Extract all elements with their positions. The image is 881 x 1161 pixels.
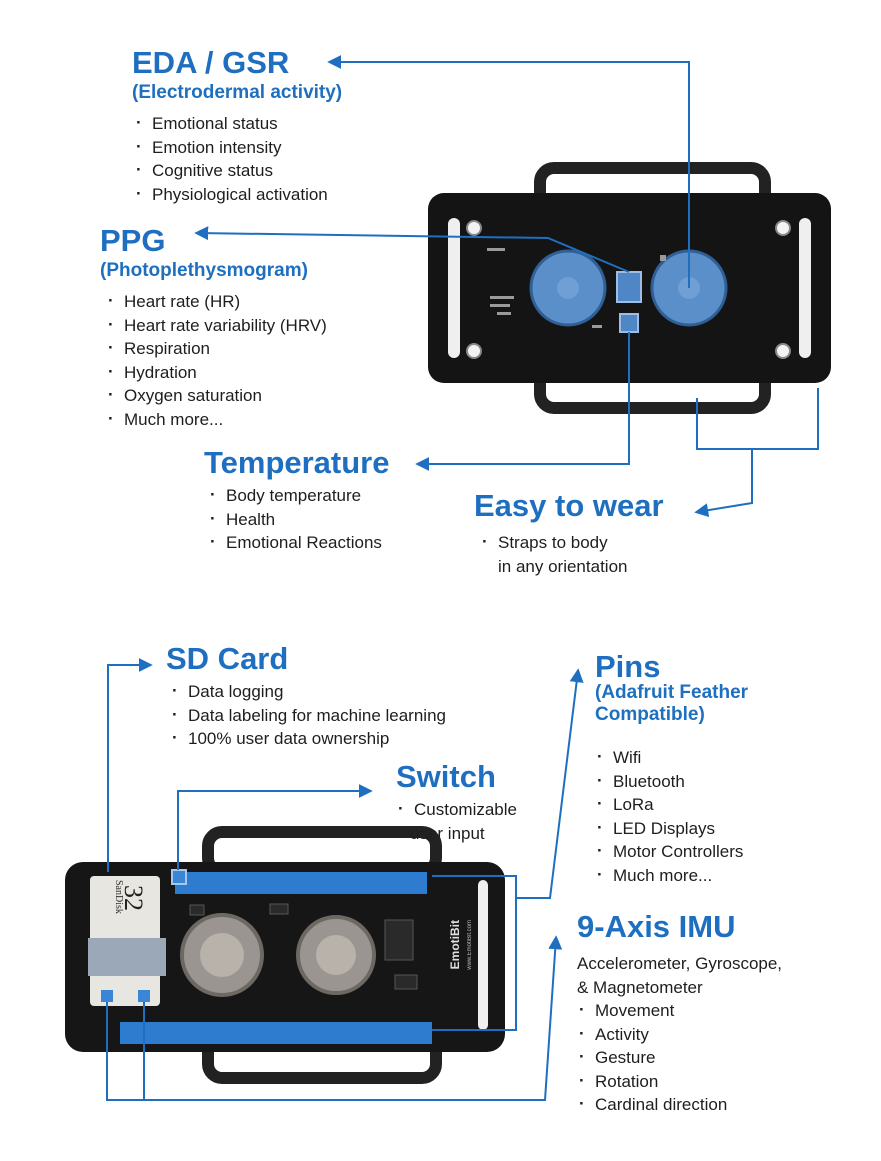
list-item: Rotation — [577, 1069, 782, 1094]
temperature-connector — [415, 332, 630, 471]
wear-section: Easy to wear Straps to body in any orien… — [474, 489, 664, 578]
list-item: Cognitive status — [134, 158, 342, 183]
list-item: Respiration — [106, 336, 327, 361]
list-item: Health — [208, 507, 390, 532]
list-item: Straps to body — [480, 530, 664, 555]
imu-description-line1: Accelerometer, Gyroscope, — [577, 954, 783, 973]
electrode-center — [316, 935, 356, 975]
temperature-section: Temperature Body temperature Health Emot… — [204, 446, 390, 555]
mount-hole — [775, 220, 791, 236]
components — [189, 903, 418, 990]
list-item: LoRa — [595, 792, 748, 817]
strap-slot — [478, 880, 488, 1030]
temperature-list: Body temperature Health Emotional Reacti… — [208, 483, 390, 555]
mount-hole — [466, 220, 482, 236]
connector-lines — [106, 55, 819, 1101]
board-url-label: www.EmotiBit.com — [467, 920, 473, 970]
list-item: Bluetooth — [595, 769, 748, 794]
list-item: Data logging — [170, 679, 446, 704]
ppg-connector — [194, 226, 630, 273]
wear-title: Easy to wear — [474, 488, 664, 523]
sd-section: SD Card Data logging Data labeling for m… — [166, 642, 446, 751]
pins-subtitle-line1: (Adafruit Feather — [595, 682, 749, 703]
list-item: Movement — [577, 998, 782, 1023]
mount-hole — [466, 343, 482, 359]
list-item: Gesture — [577, 1045, 782, 1070]
wear-list: Straps to body — [480, 530, 664, 555]
silkscreen — [487, 248, 666, 328]
wear-connector — [694, 449, 753, 518]
pins-bracket — [432, 875, 517, 1031]
ppg-section: PPG (Photoplethysmogram) Heart rate (HR)… — [100, 224, 327, 431]
list-item: Wifi — [595, 745, 748, 770]
electrode-center — [557, 277, 579, 299]
switch-connector — [177, 784, 373, 870]
list-item: 100% user data ownership — [170, 726, 446, 751]
imu-title: 9-Axis IMU — [577, 909, 736, 944]
imu-description-line2: & Magnetometer — [577, 977, 703, 997]
imu-chip — [138, 990, 150, 1002]
electrode-center — [200, 933, 244, 977]
list-item: Physiological activation — [134, 182, 342, 207]
switch-section: Switch Customizable user input — [396, 760, 517, 845]
eda-section: EDA / GSR (Electrodermal activity) Emoti… — [132, 46, 342, 206]
list-item: Emotional Reactions — [208, 530, 390, 555]
list-item: Customizable — [396, 797, 517, 822]
list-item: Cardinal direction — [577, 1092, 782, 1117]
ppg-sensor — [616, 271, 642, 303]
list-item: Emotional status — [134, 111, 342, 136]
temperature-sensor — [619, 313, 639, 333]
list-item: Data labeling for machine learning — [170, 703, 446, 728]
board-name-label: EmotiBit — [448, 920, 462, 970]
imu-section: 9-Axis IMU Accelerometer, Gyroscope, & M… — [577, 910, 782, 1117]
eda-list: Emotional status Emotion intensity Cogni… — [134, 111, 342, 207]
bottom-board-image — [65, 826, 505, 1084]
sd-title: SD Card — [166, 641, 289, 676]
pins-connector — [516, 668, 584, 899]
mount-hole — [775, 343, 791, 359]
eda-subtitle: (Electrodermal activity) — [132, 82, 343, 103]
sd-slot — [88, 938, 166, 976]
wear-bracket — [696, 388, 819, 450]
list-item: Heart rate variability (HRV) — [106, 313, 327, 338]
eda-title: EDA / GSR — [132, 45, 290, 80]
imu-connector — [106, 935, 563, 1101]
temperature-title: Temperature — [204, 445, 390, 480]
ppg-list: Heart rate (HR) Heart rate variability (… — [106, 289, 327, 432]
sd-capacity-label: 32 — [119, 885, 148, 911]
sd-connector — [107, 658, 153, 872]
list-item: Oxygen saturation — [106, 383, 327, 408]
list-item: Emotion intensity — [134, 135, 342, 160]
pin-header-top — [175, 872, 427, 894]
pin-header-bottom — [120, 1022, 432, 1044]
pcb — [65, 862, 505, 1052]
ppg-subtitle: (Photoplethysmogram) — [100, 260, 308, 281]
pins-subtitle-line2: Compatible) — [595, 704, 705, 725]
sd-brand-label: SanDisk — [113, 880, 124, 914]
switch-title: Switch — [396, 759, 496, 794]
pins-list: Wifi Bluetooth LoRa LED Displays Motor C… — [595, 745, 748, 888]
pins-title: Pins — [595, 649, 661, 684]
switch — [171, 869, 187, 885]
list-item: Activity — [577, 1022, 782, 1047]
switch-continuation: user input — [410, 823, 485, 843]
eda-connector — [327, 55, 690, 288]
list-item: Much more... — [106, 407, 327, 432]
list-item: Motor Controllers — [595, 839, 748, 864]
sd-list: Data logging Data labeling for machine l… — [170, 679, 446, 751]
imu-chip — [101, 990, 113, 1002]
strap-slot — [448, 218, 460, 358]
list-item: LED Displays — [595, 816, 748, 841]
wear-continuation: in any orientation — [498, 556, 628, 576]
ppg-title: PPG — [100, 223, 166, 258]
list-item: Heart rate (HR) — [106, 289, 327, 314]
switch-list: Customizable — [396, 797, 517, 822]
strap-slot — [799, 218, 811, 358]
list-item: Hydration — [106, 360, 327, 385]
pins-section: Pins (Adafruit Feather Compatible) Wifi … — [595, 650, 748, 887]
imu-list: Movement Activity Gesture Rotation Cardi… — [577, 998, 782, 1117]
list-item: Body temperature — [208, 483, 390, 508]
list-item: Much more... — [595, 863, 748, 888]
